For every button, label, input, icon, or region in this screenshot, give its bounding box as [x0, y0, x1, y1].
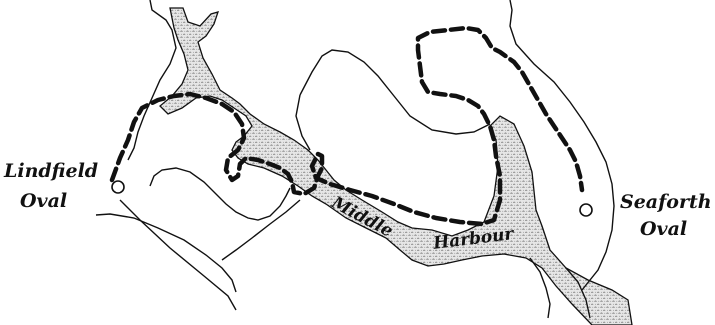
boundary-southeast	[529, 257, 551, 319]
walking-route	[109, 25, 585, 227]
lindfield-oval-label-line2: Oval	[20, 190, 68, 212]
boundary-central-left	[295, 94, 311, 151]
seaforth-oval-marker	[579, 203, 593, 217]
seaforth-oval-label-line2: Oval	[640, 218, 688, 240]
lindfield-oval-label-line1: Lindfield	[4, 160, 99, 182]
boundary-lindfield-east	[149, 167, 291, 221]
harbour-water	[159, 7, 633, 325]
boundary-lindfield-west	[95, 213, 237, 293]
boundary-north	[127, 0, 177, 161]
seaforth-oval-label-line1: Seaforth	[620, 191, 712, 213]
boundary-southeast-2	[565, 267, 591, 319]
boundary-central	[299, 49, 491, 135]
boundary-southwest	[119, 199, 237, 311]
boundary-east	[509, 0, 615, 291]
boundary-south	[221, 199, 301, 261]
lindfield-oval-marker	[111, 180, 125, 194]
